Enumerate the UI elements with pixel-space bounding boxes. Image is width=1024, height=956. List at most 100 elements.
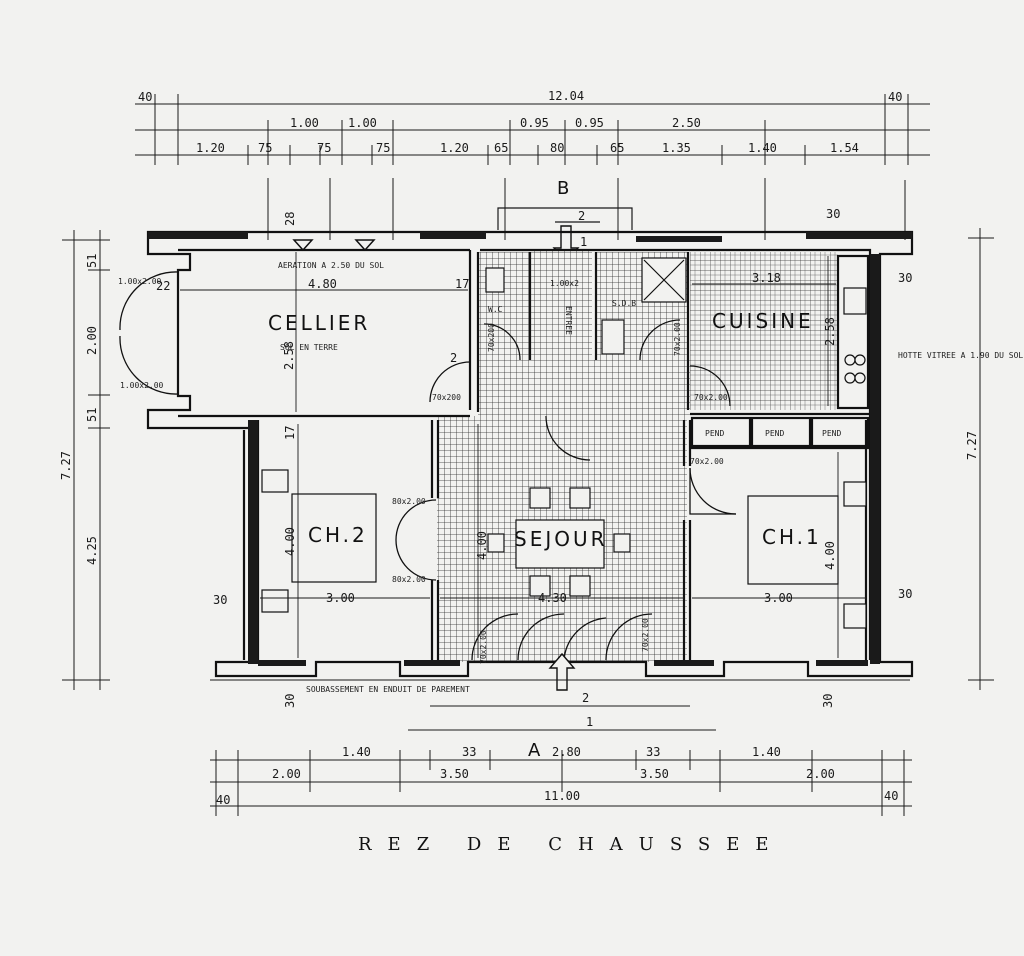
dim-right-30a: 30 xyxy=(898,271,912,285)
dim-ch1-width: 3.00 xyxy=(764,591,793,605)
closet-label-2: PEND xyxy=(765,429,784,438)
section-mark-b: B xyxy=(557,178,569,199)
dim-bottom-row2-4: 2.00 xyxy=(806,767,835,781)
nightstand xyxy=(843,603,867,629)
kitchen-sink xyxy=(843,287,867,315)
stove-burner xyxy=(844,354,856,366)
dim-top-row3-9: 1.35 xyxy=(662,141,691,155)
room-label-cellier: CELLIER xyxy=(268,311,370,335)
door-label-sejour-1: 70x2.00 xyxy=(479,630,488,664)
dim-top-row3-11: 1.54 xyxy=(830,141,859,155)
chair xyxy=(569,575,591,597)
plan-title: REZ DE CHAUSSEE xyxy=(358,834,784,855)
dim-top-row3-4: 75 xyxy=(376,141,390,155)
note-ventilation: AERATION A 2.50 DU SOL xyxy=(278,261,384,270)
dim-left-part-3: 51 xyxy=(85,408,99,422)
entrance-arrow-a-icon xyxy=(548,652,576,691)
dim-left-part-2: 2.00 xyxy=(85,326,99,355)
dim-sejour-width: 4.30 xyxy=(538,591,567,605)
dim-17a: 17 xyxy=(455,277,469,291)
closet-label-1: PEND xyxy=(705,429,724,438)
stove-burner xyxy=(854,372,866,384)
dim-top-row3: 1.20 75 75 75 1.20 65 80 65 1.35 1.40 1.… xyxy=(196,141,859,155)
closet-label-3: PEND xyxy=(822,429,841,438)
dim-left-30: 30 xyxy=(213,593,227,607)
dim-bottom-row1-3: 2.80 xyxy=(552,745,581,759)
room-label-sdb: S.D.B xyxy=(612,299,636,308)
nightstand xyxy=(261,469,289,493)
chair xyxy=(529,487,551,509)
door-label-70-3: 70x2.00 xyxy=(673,322,682,356)
dim-bottom-row1-4: 33 xyxy=(646,745,660,759)
dim-top-row3-10: 1.40 xyxy=(748,141,777,155)
dim-top-row3-7: 80 xyxy=(550,141,564,155)
room-note-cellier: SOL EN TERRE xyxy=(280,343,338,352)
room-label-sejour: SEJOUR xyxy=(514,527,608,551)
dim-b-2: 2 xyxy=(578,209,585,223)
stove-burner xyxy=(854,354,866,366)
door-label-80-1: 80x2.00 xyxy=(392,497,426,506)
dim-top-row2-4: 0.95 xyxy=(575,116,604,130)
dim-bottom-row2-1: 2.00 xyxy=(272,767,301,781)
dim-bottom-row1-5: 1.40 xyxy=(752,745,781,759)
section-b-bracket xyxy=(497,207,633,230)
dim-entree-2: 2 xyxy=(450,351,457,365)
dim-17b: 17 xyxy=(283,426,297,440)
chair xyxy=(487,533,505,553)
right-dimension-chain xyxy=(904,180,994,690)
entree-corridor-floor xyxy=(530,250,592,362)
door-label-cellier-2: 1.00x2.00 xyxy=(120,381,164,390)
doors xyxy=(119,271,737,661)
dim-top-row3-2: 75 xyxy=(258,141,272,155)
toilet xyxy=(485,267,505,293)
dim-ch2-width: 3.00 xyxy=(326,591,355,605)
dim-bottom-row2-2: 3.50 xyxy=(440,767,469,781)
dim-bottom-row1: 1.40 33 2.80 33 1.40 xyxy=(342,745,781,759)
room-label-cuisine: CUISINE xyxy=(712,309,814,333)
dim-bottom-30b: 30 xyxy=(821,694,835,708)
bed-ch2 xyxy=(291,493,377,583)
dim-top-end-left: 40 xyxy=(138,90,152,104)
door-label-sejour-2: 70x2.00 xyxy=(641,618,650,652)
dim-top-total: 12.04 xyxy=(548,89,584,103)
nightstand xyxy=(843,481,867,507)
dim-sejour-height: 4.00 xyxy=(475,531,489,560)
dim-top-30: 30 xyxy=(826,207,840,221)
dim-bottom-row1-2: 33 xyxy=(462,745,476,759)
dim-a-1: 1 xyxy=(586,715,593,729)
dim-top-row3-5: 1.20 xyxy=(440,141,469,155)
dim-cuisine-height: 2.58 xyxy=(823,317,837,346)
dim-cellier-width: 4.80 xyxy=(308,277,337,291)
nightstand xyxy=(261,589,289,613)
dining-table xyxy=(515,519,605,569)
room-label-ch1: CH.1 xyxy=(762,525,822,549)
room-label-ch2: CH.2 xyxy=(308,523,368,547)
dim-right-total: 7.27 xyxy=(965,431,979,460)
dim-left-part-1: 51 xyxy=(85,254,99,268)
dim-top-end-right: 40 xyxy=(888,90,902,104)
dim-bottom-row2: 2.00 3.50 3.50 2.00 xyxy=(272,767,835,781)
dim-top-row2-1: 1.00 xyxy=(290,116,319,130)
door-label-cellier-1: 1.00x2.00 xyxy=(118,277,162,286)
vent-markers xyxy=(292,239,376,252)
bottom-dimension-chains xyxy=(210,679,912,816)
note-hotte: HOTTE VITREE A 1.90 DU SOL xyxy=(898,351,1023,360)
top-dimension-chains xyxy=(135,94,930,240)
interior-dimension-lines xyxy=(180,252,866,658)
dim-right-30b: 30 xyxy=(898,587,912,601)
wall-fills xyxy=(148,232,912,666)
room-label-entree: ENTREE xyxy=(564,306,573,335)
dim-22: 22 xyxy=(156,279,170,293)
dim-top-row3-1: 1.20 xyxy=(196,141,225,155)
furniture xyxy=(261,257,867,629)
dim-top-row3-3: 75 xyxy=(317,141,331,155)
dim-bottom-end-left: 40 xyxy=(216,793,230,807)
cuisine-floor xyxy=(690,252,838,410)
door-label-70-5: 70x2.00 xyxy=(690,457,724,466)
tiled-floors xyxy=(437,250,838,662)
dim-top-row2-3: 0.95 xyxy=(520,116,549,130)
chair xyxy=(613,533,631,553)
dim-cellier-height: 2.58 xyxy=(282,341,296,370)
dim-bottom-row1-1: 1.40 xyxy=(342,745,371,759)
